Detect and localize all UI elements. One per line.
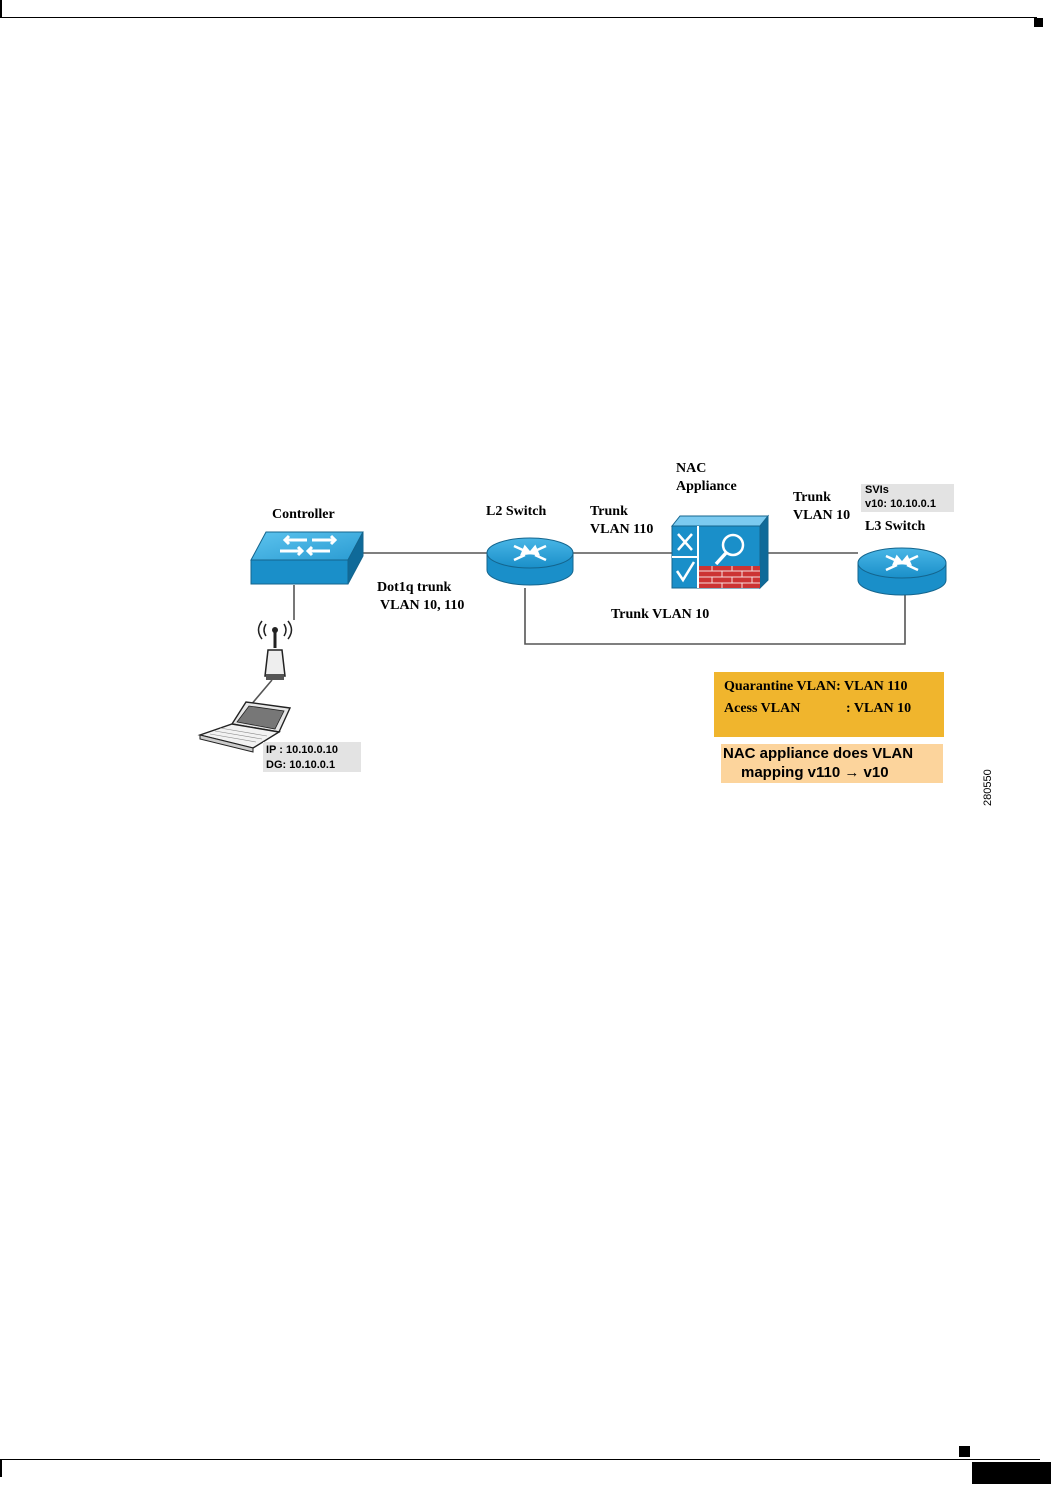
l3-switch-label: L3 Switch bbox=[865, 518, 925, 536]
figure-id: 280550 bbox=[982, 769, 994, 806]
link-l2-nac-label-line2: VLAN 110 bbox=[590, 521, 653, 539]
link-l2-l3-bottom bbox=[525, 588, 905, 644]
vlan-mapping-note-line1: NAC appliance does VLAN bbox=[723, 745, 913, 763]
link-ap-laptop bbox=[250, 680, 272, 706]
l3-switch-icon bbox=[858, 548, 946, 595]
link-nac-l3-label-line2: VLAN 10 bbox=[793, 507, 850, 525]
link-controller-l2-label-line1: Dot1q trunk bbox=[377, 579, 451, 597]
link-nac-l3-label-line1: Trunk bbox=[793, 489, 831, 507]
client-default-gateway: DG: 10.10.0.1 bbox=[266, 758, 335, 772]
client-ip: IP : 10.10.0.10 bbox=[266, 743, 338, 757]
access-vlan-value: : VLAN 10 bbox=[846, 700, 911, 718]
link-l2-nac-label-line1: Trunk bbox=[590, 503, 628, 521]
l2-switch-icon bbox=[487, 538, 573, 585]
controller-switch-icon bbox=[251, 532, 363, 584]
link-controller-l2-label-line2: VLAN 10, 110 bbox=[380, 597, 464, 615]
controller-label: Controller bbox=[272, 506, 335, 524]
nac-appliance-icon bbox=[672, 516, 768, 588]
vlan-mapping-note-line2: mapping v110 → v10 bbox=[741, 764, 889, 782]
access-point-icon bbox=[259, 621, 292, 680]
svi-address: v10: 10.10.0.1 bbox=[865, 497, 936, 511]
link-l2-l3-label: Trunk VLAN 10 bbox=[611, 606, 709, 624]
svi-label: SVIs bbox=[865, 483, 889, 497]
nac-appliance-label-line2: Appliance bbox=[676, 478, 737, 496]
l2-switch-label: L2 Switch bbox=[486, 503, 546, 521]
quarantine-vlan-text: Quarantine VLAN: VLAN 110 bbox=[724, 678, 907, 696]
nac-appliance-label-line1: NAC bbox=[676, 460, 706, 478]
access-vlan-label: Acess VLAN bbox=[724, 700, 800, 718]
